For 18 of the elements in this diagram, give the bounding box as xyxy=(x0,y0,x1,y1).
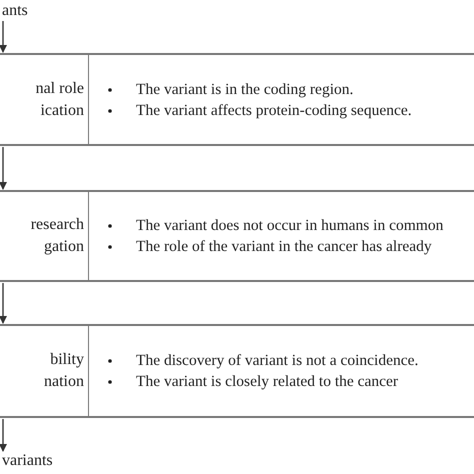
step-title: bility nation xyxy=(43,350,85,392)
step-title: research gation xyxy=(30,215,85,257)
flow-label: ants xyxy=(2,2,28,20)
process-row xyxy=(0,190,474,282)
arrow xyxy=(0,21,7,53)
arrow xyxy=(0,283,7,324)
flow-label: variants xyxy=(2,452,53,470)
bullet-text: The variant is closely related to the cancer xyxy=(136,373,398,390)
bullet-text: The variant affects protein-coding sequence. xyxy=(136,102,412,118)
step-title: nal role ication xyxy=(34,78,85,120)
bullet-text: The variant does not occur in humans in common xyxy=(136,217,444,234)
arrow xyxy=(0,147,7,190)
process-row xyxy=(0,53,474,146)
bullet-text: The role of the variant in the cancer has already xyxy=(136,238,432,255)
bullet-text: The discovery of variant is not a coincidence. xyxy=(136,352,418,369)
process-row xyxy=(0,324,474,418)
bullet-text: The variant is in the coding region. xyxy=(136,80,354,98)
arrow xyxy=(0,419,7,452)
